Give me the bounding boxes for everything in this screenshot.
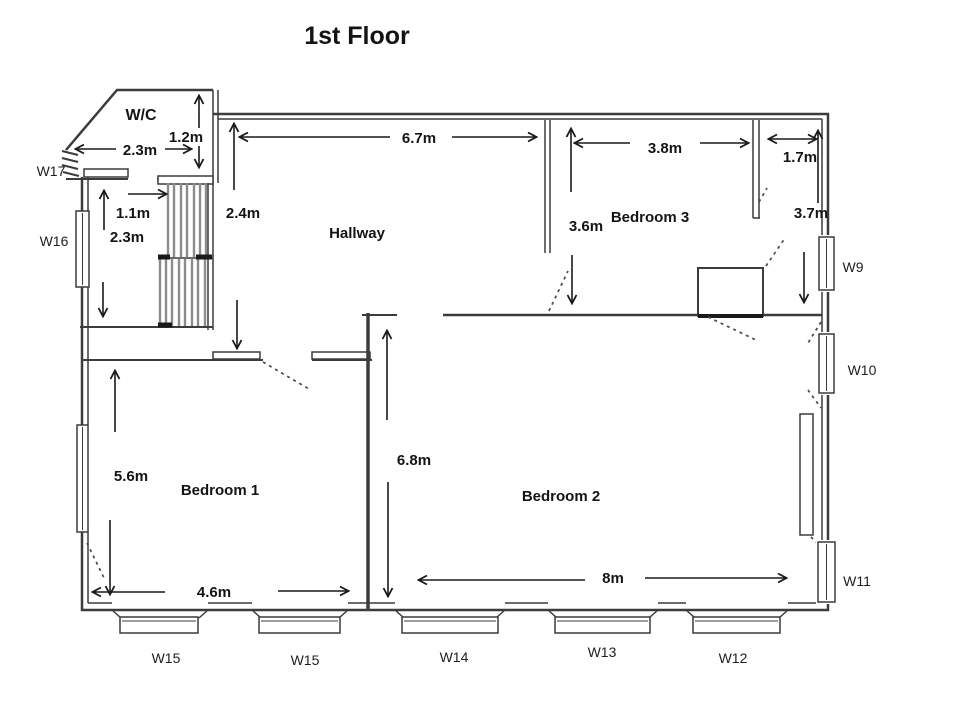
dimension-bedroom3-gap: 1.7m [769,131,818,203]
w15-right-frame [258,616,341,634]
dimension-bedroom1-depth: 5.6m [110,371,148,594]
room-label-hallway: Hallway [329,225,386,242]
dimension-stair-hall-depth: 2.3m [103,229,144,316]
w13-label: W13 [588,644,617,660]
bedroom3-width-label: 3.8m [648,140,682,157]
dimension-wc-depth: 1.2m [169,96,203,167]
window-w11: W11 [816,540,871,604]
w11-label: W11 [843,573,871,589]
bay-window-w15-left: W15 [111,609,209,666]
room-labels: W/C Hallway Bedroom 3 Bedroom 1 Bedroom … [125,107,689,505]
wall-fixture-panel [799,413,814,536]
w15-right-label: W15 [291,652,320,668]
w12-label: W12 [719,650,748,666]
wc-room-walls [61,88,219,183]
dimension-hallway-length: 6.7m [240,130,536,147]
w15-left-frame [119,616,199,634]
room-label-wc: W/C [125,107,157,124]
w14-frame [401,616,499,634]
hallway-depth-label: 2.4m [226,205,260,222]
dimension-bedroom2-depth: 6.8m [387,331,431,596]
stair-treads-lower [158,259,207,326]
bedroom3-depth-label: 3.6m [569,218,603,235]
bay-window-w13: W13 [547,609,659,660]
wc-width-label: 2.3m [123,142,157,159]
stairs [80,175,214,330]
bedroom3-door-swing [548,270,569,312]
closet-box [697,267,764,317]
window-w10: W10 [817,332,877,395]
dimension-hallway-depth: 2.4m [226,124,260,348]
closet [697,267,764,318]
stair-treads-upper [166,183,208,257]
bedroom1-corner-swing [86,542,106,581]
w15-left-label: W15 [152,650,181,666]
bay-window-w15-right: W15 [251,609,349,668]
closet-bottom-swing [707,316,759,342]
window-w9: W9 [817,235,864,292]
bedroom3-left-wall [544,120,551,253]
bedroom1-depth-label: 5.6m [114,468,148,485]
w17-label: W17 [37,163,66,179]
stair-nosing-marks [158,254,212,328]
dimension-bedroom2-width: 8m [419,570,786,587]
bedroom1-width-label: 4.6m [197,584,231,601]
bedroom1-door-swing [262,361,310,390]
window-w16: W16 [40,210,90,288]
bedroom1-door-leaf [212,351,261,360]
bedroom3-gap-label: 1.7m [783,149,817,166]
w14-label: W14 [440,649,469,665]
wc-top-and-angled-wall [65,88,213,151]
bedroom1-left-window [76,424,89,533]
wc-door-leaf [83,168,129,178]
dimension-bedroom1-width: 4.6m [93,584,348,601]
stair-hall-width-label: 1.1m [116,205,150,222]
stair-hall-depth-label: 2.3m [110,229,144,246]
w10-label: W10 [848,362,877,378]
hallway-door-leaf [311,351,371,360]
room-label-bedroom1: Bedroom 1 [181,482,259,499]
bedroom2-width-label: 8m [602,570,624,587]
room-label-bedroom2: Bedroom 2 [522,488,600,505]
dimensions: 2.3m 1.2m 2.4m 6.7m 1.1m 2.3m [76,96,828,601]
dimension-wc-width: 2.3m [76,142,191,159]
hallway-length-label: 6.7m [402,130,436,147]
dimension-stair-hall-width: 1.1m [104,191,166,230]
wc-right-wall [212,90,219,183]
closet-top-swing [765,237,786,267]
dimension-bedroom3-width: 3.8m [575,140,748,157]
w13-frame [554,616,651,634]
windows: W16 W17 W9 W10 W11 [37,163,877,604]
page-title: 1st Floor [304,22,410,50]
bay-window-w14: W14 [394,609,506,665]
room-label-bedroom3: Bedroom 3 [611,209,689,226]
w17-window-hatch [61,150,80,177]
w9-label: W9 [843,259,864,275]
dimension-bedroom3-depth: 3.6m [569,129,603,303]
wc-depth-label: 1.2m [169,129,203,146]
bedroom3-right-depth-label: 3.7m [794,205,828,222]
stairs-top-slab [157,175,214,185]
w12-frame [692,616,781,634]
dimension-bedroom3-right-depth: 3.7m [794,205,828,302]
partial-wall-door-tick [758,187,768,203]
bedroom2-depth-label: 6.8m [397,452,431,469]
bedroom3-partial-wall [752,120,760,219]
fixture-rect [799,413,814,536]
bay-windows: W15 W15 W14 W13 W12 [111,609,789,668]
w16-label: W16 [40,233,69,249]
door-swings [86,187,822,581]
bay-window-w12: W12 [685,609,789,666]
